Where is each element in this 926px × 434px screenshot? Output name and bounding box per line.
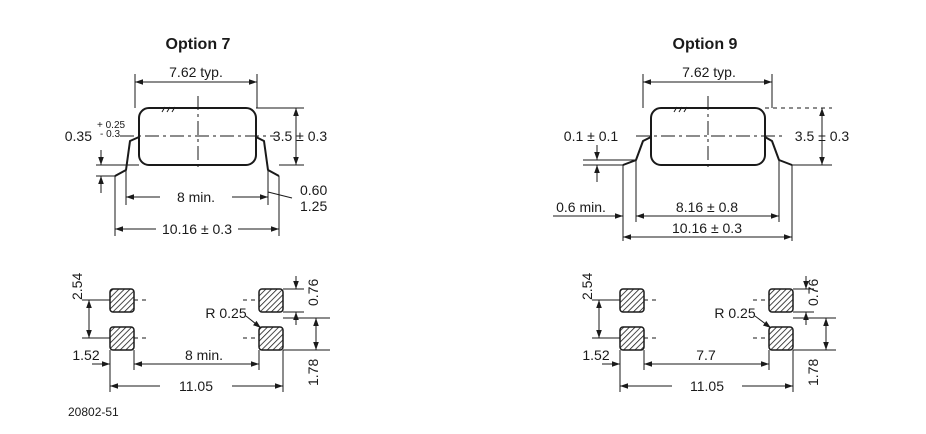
option9-pad-top-left bbox=[619, 288, 645, 313]
option9-title: Option 9 bbox=[673, 36, 738, 53]
option9-package-side bbox=[622, 96, 793, 168]
option7-height: 3.5 ± 0.3 bbox=[273, 128, 328, 144]
option7-pad-length: 1.78 bbox=[305, 359, 321, 386]
option9-width-typ: 7.62 typ. bbox=[682, 64, 736, 80]
option9-pad-bottom-left bbox=[619, 326, 645, 351]
option7-pad-overall: 11.05 bbox=[179, 378, 213, 394]
option7-lead-b: 1.25 bbox=[300, 198, 327, 214]
option9-pad-overall: 11.05 bbox=[690, 378, 724, 394]
option9-standoff: 0.1 ± 0.1 bbox=[564, 128, 619, 144]
option7-standoff-minus: - 0.3 bbox=[100, 129, 120, 140]
option9-lead-min: 0.6 min. bbox=[556, 199, 606, 215]
option7-inner-min: 8 min. bbox=[177, 189, 215, 205]
option9-footprint: 2.54 1.52 7.7 11.05 R 0.25 0.76 bbox=[579, 273, 836, 394]
option7-overall: 10.16 ± 0.3 bbox=[162, 221, 232, 237]
option9-pad-width: 1.52 bbox=[582, 347, 609, 363]
option7-standoff: 0.35 bbox=[65, 128, 92, 144]
option7-standoff-plus: + 0.25 bbox=[97, 120, 126, 131]
option7-pad-bottom-right bbox=[258, 326, 284, 351]
option9-pad-gap: 7.7 bbox=[696, 347, 716, 363]
option7-footprint: 2.54 1.52 8 min. 11.05 R 0.25 0.76 bbox=[69, 273, 330, 394]
option7-package-side bbox=[114, 96, 280, 177]
option9-pad-height: 0.76 bbox=[805, 279, 821, 306]
option7-width-typ: 7.62 typ. bbox=[169, 64, 223, 80]
option7-title: Option 7 bbox=[166, 36, 231, 53]
option9-pad-bottom-right bbox=[768, 326, 794, 351]
option7-pad-radius: R 0.25 bbox=[205, 305, 246, 321]
option7-pad-gap: 8 min. bbox=[185, 347, 223, 363]
option9-height: 3.5 ± 0.3 bbox=[795, 128, 850, 144]
option9-pad-top-right bbox=[768, 288, 794, 313]
option9-pad-pitch: 2.54 bbox=[579, 273, 595, 300]
option7-lead-a: 0.60 bbox=[300, 182, 327, 198]
option9-overall: 10.16 ± 0.3 bbox=[672, 220, 742, 236]
option7-pad-top-right bbox=[258, 288, 284, 313]
option9-inner: 8.16 ± 0.8 bbox=[676, 199, 738, 215]
option7-pad-height: 0.76 bbox=[305, 279, 321, 306]
option9-pad-radius: R 0.25 bbox=[714, 305, 755, 321]
option7-pad-pitch: 2.54 bbox=[69, 273, 85, 300]
option9-drawing: Option 9 7.62 typ. 3.5 ± 0.3 0.1 ± 0.1 bbox=[553, 36, 849, 394]
option7-pad-width: 1.52 bbox=[72, 347, 99, 363]
option7-pad-top-left bbox=[109, 288, 135, 313]
option9-pad-length: 1.78 bbox=[805, 359, 821, 386]
option7-drawing: Option 7 7.62 typ. 3.5 ± 0.3 0.35 + 0.25 bbox=[65, 36, 330, 394]
option7-pad-bottom-left bbox=[109, 326, 135, 351]
figure-id: 20802-51 bbox=[68, 405, 119, 419]
